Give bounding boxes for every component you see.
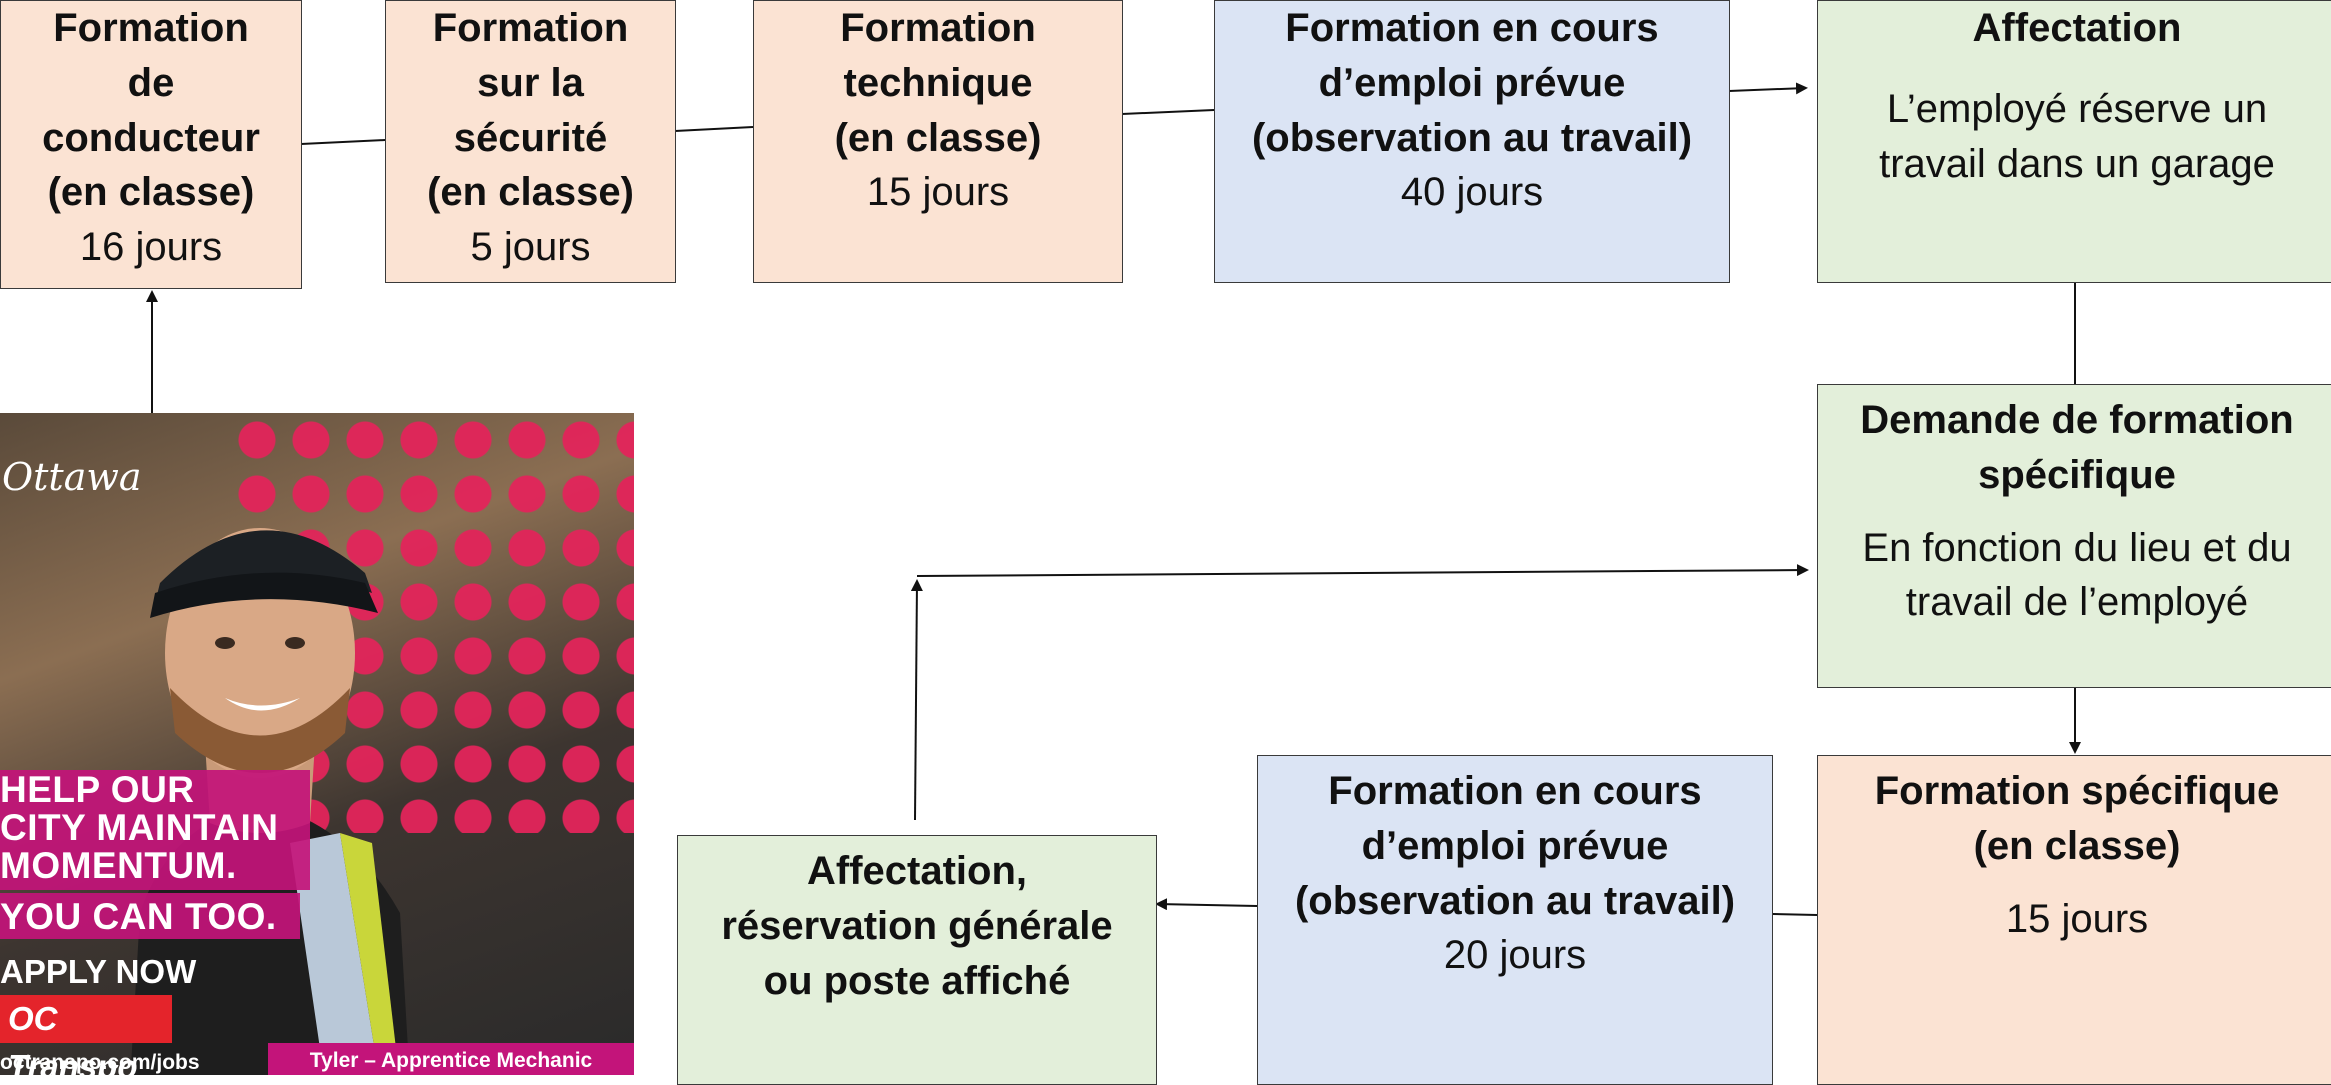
box-text: En fonction du lieu et du travail de l’e…: [1862, 525, 2292, 625]
box-title: Formation de conducteur (en classe): [42, 6, 260, 215]
box-formation-specifique: Formation spécifique (en classe) 15 jour…: [1817, 755, 2331, 1085]
poster-headline2: YOU CAN TOO.: [0, 896, 277, 937]
box-title: Demande de formation spécifique: [1860, 398, 2294, 497]
box-affectation: Affectation L’employé réserve un travail…: [1817, 0, 2331, 283]
box-title: Formation technique (en classe): [834, 6, 1042, 160]
box-affectation-reservation-generale: Affectation, réservation générale ou pos…: [677, 835, 1157, 1085]
box-duration: 5 jours: [470, 225, 591, 270]
box-duration: 16 jours: [79, 225, 223, 270]
box-title: Formation en cours d’emploi prévue (obse…: [1251, 6, 1693, 160]
box-title: Affectation, réservation générale ou pos…: [721, 849, 1113, 1003]
box-title: Formation en cours d’emploi prévue (obse…: [1294, 769, 1736, 923]
recruitment-poster-image: Ottawa HELP OUR CITY MAINTAIN MOMENTUM. …: [0, 413, 634, 1075]
poster-headline2-bg: [0, 893, 300, 939]
box-title: Formation spécifique (en classe): [1874, 769, 2280, 868]
arrow-ojt1-affectation: [1728, 82, 1808, 95]
box-demande-formation-specifique: Demande de formation spécifique En fonct…: [1817, 384, 2331, 688]
poster-headline-bg: [0, 770, 310, 890]
box-title: Affectation: [1972, 6, 2182, 50]
poster-url: octranspo.com/jobs: [0, 1051, 200, 1074]
poster-caption: Tyler – Apprentice Mechanic: [268, 1043, 634, 1075]
box-text: L’employé réserve un travail dans un gar…: [1879, 86, 2275, 186]
box-formation-en-cours-emploi-20: Formation en cours d’emploi prévue (obse…: [1257, 755, 1773, 1085]
poster-brand-logo: OC Transpo: [0, 995, 172, 1075]
arrow-loop-to-demande: [916, 564, 1809, 577]
box-duration: 20 jours: [1443, 933, 1587, 978]
box-title: Formation sur la sécurité (en classe): [427, 6, 634, 215]
poster-headline: HELP OUR CITY MAINTAIN MOMENTUM.: [0, 769, 279, 886]
box-duration: 15 jours: [2005, 896, 2149, 941]
connector-technique-ojt1: [1121, 109, 1215, 115]
poster-logo-ottawa: Ottawa: [2, 455, 142, 499]
box-duration: 40 jours: [1400, 170, 1544, 215]
box-formation-securite: Formation sur la sécurité (en classe) 5 …: [385, 0, 676, 283]
box-duration: 15 jours: [866, 170, 1010, 215]
connector-specifique-ojt2: [1772, 913, 1818, 916]
connector-conducteur-securite: [300, 139, 386, 145]
box-formation-technique: Formation technique (en classe) 15 jours: [753, 0, 1123, 283]
box-formation-conducteur: Formation de conducteur (en classe) 16 j…: [0, 0, 302, 289]
arrow-ojt2-affectation2: [1155, 898, 1258, 911]
box-formation-en-cours-emploi-40: Formation en cours d’emploi prévue (obse…: [1214, 0, 1730, 283]
poster-apply-now: APPLY NOW: [0, 953, 197, 990]
arrow-affectation2-up: [910, 579, 923, 821]
connector-securite-technique: [674, 126, 754, 132]
